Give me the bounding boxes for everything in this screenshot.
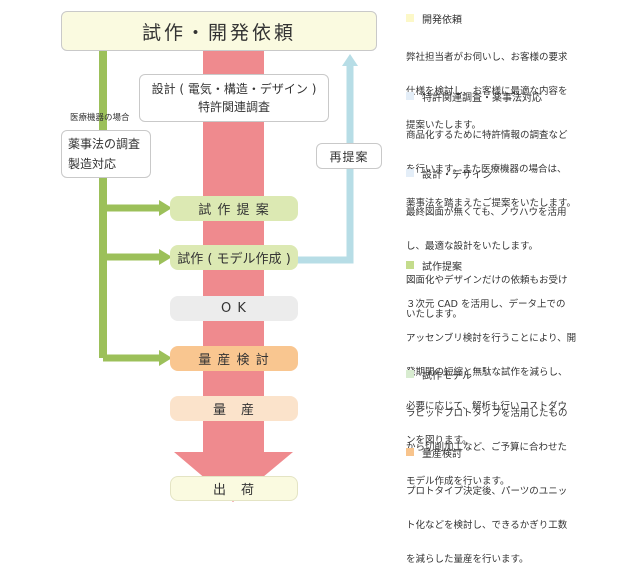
step-mass-production-study-label: 量 産 検 討 bbox=[198, 353, 270, 368]
green-arrow-prototype bbox=[159, 249, 172, 265]
regulation-box-line2: 製造対応 bbox=[68, 157, 117, 171]
title-box: 試作・開発依頼 bbox=[61, 11, 377, 51]
legend-line: 必要に応じて、解析も行いコストダウ bbox=[406, 401, 568, 412]
legend-line: モデル作成を行います。 bbox=[406, 476, 510, 487]
regulation-box-line1: 薬事法の調査 bbox=[68, 137, 141, 151]
legend-title: 試作提案 bbox=[422, 261, 462, 273]
step-mass-production: 量 産 bbox=[170, 396, 298, 421]
legend-line: を減らした量産を行います。 bbox=[406, 554, 529, 565]
step-prototype-model: 試作 ( モデル作成 ) bbox=[170, 245, 298, 270]
step-ok-label: O K bbox=[221, 301, 247, 316]
step-mass-production-label: 量 産 bbox=[212, 403, 255, 418]
step-shipping-label: 出 荷 bbox=[212, 483, 255, 498]
legend-title: 量産検討 bbox=[422, 448, 462, 460]
legend-develop-request: 開発依頼 弊社担当者がお伺いし、お客様の要求 仕様を検討し、お客様に最適な内容を… bbox=[406, 10, 628, 151]
step-shipping: 出 荷 bbox=[170, 476, 298, 501]
repropose-box: 再提案 bbox=[316, 143, 382, 169]
legend-line: を行います。また医療機器の場合は、 bbox=[406, 164, 567, 175]
flow-connectors bbox=[99, 48, 358, 502]
blue-arrow-head bbox=[342, 54, 358, 66]
step-prototype-proposal-label: 試 作 提 案 bbox=[198, 203, 270, 218]
legend-line: し、最適な設計をいたします。 bbox=[406, 241, 539, 252]
legend-line: プロトタイプ決定後、パーツのユニッ bbox=[406, 486, 568, 497]
legend-line: 商品化するために特許情報の調査など bbox=[406, 130, 568, 141]
step-mass-production-study: 量 産 検 討 bbox=[170, 346, 298, 371]
legend-line: 図面化やデザインだけの依頼もお受け bbox=[406, 275, 568, 286]
design-box: 設計 ( 電気・構造・デザイン ) 特許関連調査 bbox=[139, 74, 329, 122]
legend-swatch-icon bbox=[406, 261, 414, 269]
legend-patent-regulation: 特許関連調査・薬事法対応 商品化するために特許情報の調査など を行います。また医… bbox=[406, 88, 628, 229]
legend-line: ンを図ります。 bbox=[406, 435, 472, 446]
design-box-line2: 特許関連調査 bbox=[197, 100, 270, 114]
legend-title: 特許関連調査・薬事法対応 bbox=[422, 92, 542, 104]
step-prototype-proposal: 試 作 提 案 bbox=[170, 196, 298, 221]
legend-swatch-icon bbox=[406, 370, 414, 378]
legend-line: いたします。 bbox=[406, 309, 463, 320]
green-arrow-proposal bbox=[159, 200, 172, 216]
legend-title: 設計・デザイン bbox=[422, 169, 492, 181]
legend-prototype-proposal: 試作提案 ３次元 CAD を活用し、データ上での アッセンブリ検討を行うことによ… bbox=[406, 257, 628, 466]
main-flow-arrow bbox=[174, 48, 293, 502]
legend-line: から切削加工など、ご予算に合わせた bbox=[406, 442, 568, 453]
legend-line: 提案いたします。 bbox=[406, 120, 482, 131]
legend-title: 開発依頼 bbox=[422, 14, 462, 26]
legend-design: 設計・デザイン 最終図面が無くても、ノウハウを活用 し、最適な設計をいたします。… bbox=[406, 165, 628, 340]
legend-line: 発期間の短縮と無駄な試作を減らし、 bbox=[406, 367, 568, 378]
legend-swatch-icon bbox=[406, 169, 414, 177]
legend-prototype-model: 試作モデル ラピッドプロトタイプを活用したもの から切削加工など、ご予算に合わせ… bbox=[406, 366, 628, 507]
legend-swatch-icon bbox=[406, 92, 414, 100]
regulation-box: 薬事法の調査 製造対応 bbox=[61, 130, 151, 178]
legend-line: ３次元 CAD を活用し、データ上での bbox=[406, 299, 566, 310]
legend-line: 仕様を検討し、お客様に最適な内容を bbox=[406, 86, 568, 97]
legend-line: 薬事法を踏まえたご提案をいたします。 bbox=[406, 198, 577, 209]
step-ok: O K bbox=[170, 296, 298, 321]
legend-line: ラピッドプロトタイプを活用したもの bbox=[406, 408, 568, 419]
blue-feedback-line bbox=[296, 64, 354, 264]
medical-note: 医療機器の場合 bbox=[70, 113, 130, 123]
legend-swatch-icon bbox=[406, 448, 414, 456]
flow-title: 試作・開発依頼 bbox=[141, 21, 296, 44]
legend-line: 最終図面が無くても、ノウハウを活用 bbox=[406, 207, 567, 218]
legend-line: 弊社担当者がお伺いし、お客様の要求 bbox=[406, 52, 568, 63]
repropose-label: 再提案 bbox=[329, 149, 369, 164]
green-arrow-mass-study bbox=[159, 350, 172, 366]
design-box-line1: 設計 ( 電気・構造・デザイン ) bbox=[151, 82, 317, 96]
step-prototype-model-label: 試作 ( モデル作成 ) bbox=[177, 252, 291, 267]
legend-swatch-icon bbox=[406, 14, 414, 22]
legend-title: 試作モデル bbox=[422, 370, 472, 382]
legend-mass-production-study: 量産検討 プロトタイプ決定後、パーツのユニッ ト化などを検討し、できるかぎり工数… bbox=[406, 444, 628, 585]
legend-line: アッセンブリ検討を行うことにより、開 bbox=[406, 333, 577, 344]
